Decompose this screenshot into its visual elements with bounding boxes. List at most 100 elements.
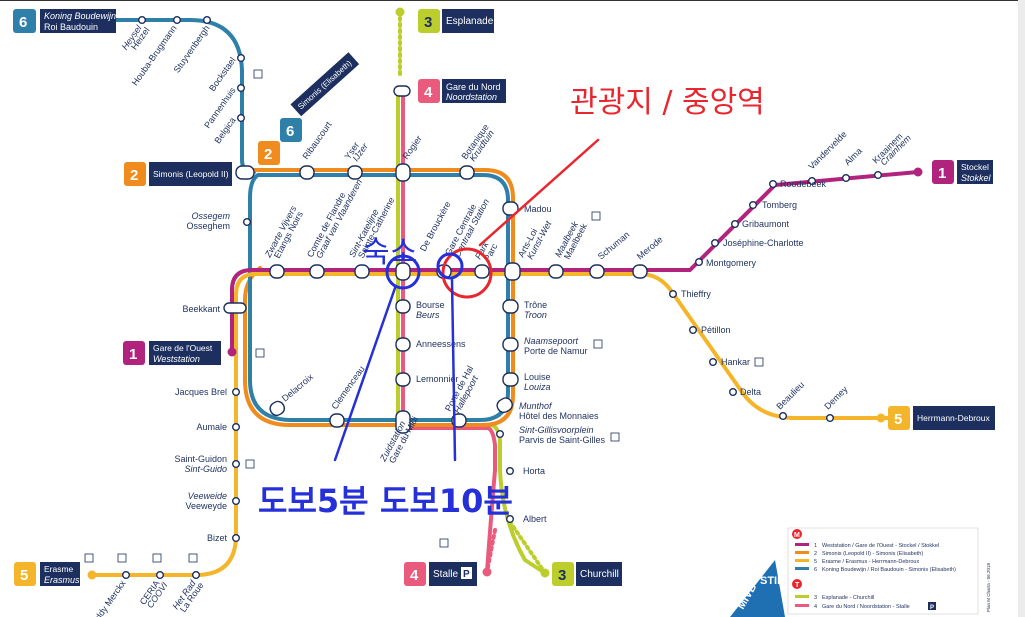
annotation-red-arrow bbox=[478, 138, 600, 247]
label-alma: Alma bbox=[842, 146, 864, 168]
label-munthof-2: Hôtel des Monnaies bbox=[519, 411, 599, 421]
svg-text:2: 2 bbox=[130, 167, 138, 184]
line5-ew bbox=[234, 272, 897, 420]
stop-stguidon bbox=[231, 460, 240, 469]
label-delacroix: Delacroix bbox=[280, 371, 316, 403]
line3-south-dotted bbox=[508, 520, 547, 575]
stop-gareouest bbox=[227, 347, 237, 357]
terminal-4-stalle: 4 Stalle P bbox=[404, 562, 477, 586]
svg-text:T: T bbox=[795, 582, 800, 589]
stop-horta bbox=[506, 467, 515, 476]
stop-josephine bbox=[711, 238, 720, 247]
line4-south-dotted bbox=[485, 528, 497, 574]
stop-churchill bbox=[540, 568, 550, 578]
stop-schuman bbox=[589, 264, 605, 279]
svg-text:2: 2 bbox=[264, 146, 272, 163]
stop-vandervelde bbox=[808, 176, 817, 185]
label-tomberg: Tomberg bbox=[762, 200, 797, 210]
annotation-blue-line-left bbox=[333, 286, 397, 462]
svg-text:Stockel: Stockel bbox=[961, 162, 989, 172]
stib-logo: MIVB STIB bbox=[730, 560, 785, 617]
annotations: 관광지 / 중앙역 숙소 도보5분 도보10분 bbox=[258, 85, 765, 520]
label-stgilles-2: Parvis de Saint-Gilles bbox=[519, 435, 606, 445]
svg-text:P: P bbox=[930, 605, 934, 611]
wheelchair-icon bbox=[188, 553, 198, 563]
label-munthof: Munthof bbox=[519, 401, 553, 411]
label-veeweyde: Veeweide bbox=[188, 491, 227, 501]
line6-ring bbox=[248, 173, 510, 422]
label-louise-2: Louiza bbox=[524, 382, 551, 392]
svg-text:Weststation: Weststation bbox=[153, 354, 200, 364]
stop-lemonnier bbox=[395, 372, 411, 387]
metro-badge-icon bbox=[792, 529, 802, 539]
stop-stuyvenbergh bbox=[202, 16, 211, 25]
label-jacquesbrel: Jacques Brel bbox=[175, 387, 227, 397]
stop-aumale bbox=[231, 423, 240, 432]
svg-text:5: 5 bbox=[20, 567, 28, 584]
page-scrollbar[interactable] bbox=[1018, 0, 1025, 617]
line1-ew bbox=[230, 170, 920, 350]
label-beekkant: Beekkant bbox=[182, 304, 220, 314]
stop-veeweyde bbox=[231, 497, 240, 506]
svg-text:Herrmann-Debroux: Herrmann-Debroux bbox=[917, 413, 990, 423]
stop-esplanade bbox=[395, 7, 405, 17]
stop-madou bbox=[502, 201, 519, 216]
stop-catherine bbox=[354, 264, 370, 279]
stop-merckx bbox=[121, 571, 130, 580]
svg-text:6: 6 bbox=[814, 567, 817, 573]
terminal-3-north: 3 Esplanade bbox=[418, 9, 494, 33]
svg-text:Erasmus: Erasmus bbox=[44, 575, 80, 585]
label-thieffry: Thieffry bbox=[681, 289, 711, 299]
stop-stalle bbox=[482, 567, 492, 577]
svg-text:5: 5 bbox=[814, 559, 817, 565]
tram-badge-icon bbox=[792, 579, 802, 589]
stop-stockel bbox=[913, 167, 923, 177]
svg-text:Simonis (Elisabeth): Simonis (Elisabeth) bbox=[296, 58, 353, 111]
svg-text:Esplanade: Esplanade bbox=[446, 16, 494, 27]
wheelchair-icon bbox=[152, 553, 162, 563]
stop-jacquesbrel bbox=[231, 388, 240, 397]
label-gribaumont: Gribaumont bbox=[742, 219, 790, 229]
stop-clemenceau bbox=[329, 413, 345, 428]
svg-text:2: 2 bbox=[814, 551, 817, 557]
label-louise: Louise bbox=[524, 372, 551, 382]
stop-erasme bbox=[87, 570, 97, 580]
stop-rogier bbox=[395, 163, 411, 182]
label-naamse: Naamsepoort bbox=[524, 336, 579, 346]
stop-roodebeek bbox=[769, 179, 778, 188]
terminal-4-north: 4 Gare du Nord Noordstation bbox=[418, 79, 506, 103]
stop-demey bbox=[826, 414, 835, 423]
svg-text:M: M bbox=[794, 532, 800, 539]
label-josephine: Joséphine-Charlotte bbox=[723, 238, 804, 248]
accessibility-icons bbox=[84, 69, 764, 563]
label-ribaucourt: Ribaucourt bbox=[300, 119, 333, 161]
wheelchair-icon bbox=[610, 432, 620, 442]
wheelchair-icon bbox=[117, 553, 127, 563]
stop-bizet bbox=[231, 534, 240, 543]
svg-text:Stalle: Stalle bbox=[433, 569, 458, 580]
svg-text:6: 6 bbox=[286, 123, 294, 140]
stop-houba bbox=[172, 16, 181, 25]
svg-text:P: P bbox=[463, 569, 470, 580]
stop-comte bbox=[309, 264, 325, 279]
svg-text:5: 5 bbox=[894, 411, 902, 428]
stop-petillon bbox=[689, 326, 698, 335]
stop-gare-du-nord bbox=[393, 85, 411, 97]
stop-thieffry bbox=[669, 290, 678, 299]
stop-midi bbox=[395, 410, 411, 434]
svg-text:Simonis (Leopold II): Simonis (Leopold II) bbox=[153, 169, 229, 179]
svg-text:Gare du Nord / Noordstation -: Gare du Nord / Noordstation - Stalle bbox=[822, 604, 910, 610]
svg-text:Weststation / Gare de l'Ouest: Weststation / Gare de l'Ouest - Stockel … bbox=[822, 543, 939, 549]
stop-kraainem bbox=[874, 170, 883, 179]
stop-stgilles bbox=[496, 430, 505, 439]
stop-bockstael bbox=[236, 54, 245, 63]
label-trone: Trône bbox=[524, 300, 547, 310]
stop-gribaumont bbox=[731, 219, 740, 228]
label-stuyvenbergh: Stuyvenbergh bbox=[172, 23, 212, 74]
svg-text:Gare du Nord: Gare du Nord bbox=[446, 82, 501, 92]
label-stguidon: Saint-Guidon bbox=[174, 454, 227, 464]
svg-text:3: 3 bbox=[558, 567, 566, 584]
stop-albert bbox=[506, 515, 515, 524]
label-bourse-2: Beurs bbox=[416, 310, 440, 320]
